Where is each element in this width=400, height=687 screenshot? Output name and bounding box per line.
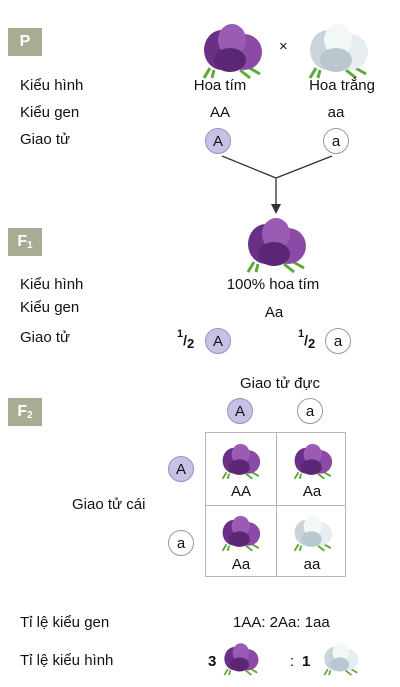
p1-genotype: AA [209,104,231,121]
f1-purple-flower-icon [246,218,306,274]
phenotype-ratio-white-count: 1 [302,653,311,670]
f1-gamete-dominant: A [205,328,231,354]
label-phenotype-ratio: Tỉ lệ kiểu hình [20,652,114,669]
cell-genotype: Aa [302,483,322,500]
p1-phenotype: Hoa tím [193,77,247,94]
purple-flower-icon [202,24,262,80]
label-phenotype-f1: Kiểu hình [20,276,84,293]
generation-badge-p: P [8,28,42,56]
f1-gamete-fraction-2: 1/2 [298,328,316,351]
cell-genotype: aa [303,556,321,573]
label-gamete-p: Giao tử [20,131,71,148]
punnett-square: AA Aa Aa aa [205,432,346,577]
p2-phenotype: Hoa trắng [309,77,375,94]
ratio-white-flower-icon [323,643,359,676]
p2-genotype: aa [327,104,345,121]
phenotype-ratio-purple-count: 3 [208,653,217,670]
p1-gamete: A [205,128,231,154]
label-phenotype-p: Kiểu hình [20,77,84,94]
f1-gamete-recessive: a [325,328,351,354]
male-gametes-label: Giao tử đực [239,375,321,392]
male-gamete-dominant: A [227,398,253,424]
label-genotype-ratio: Tỉ lệ kiểu gen [20,614,110,631]
cross-symbol: × [279,38,288,55]
white-flower-icon [308,24,368,80]
cell-aa-recessive-flower-icon [293,515,333,552]
male-gamete-recessive: a [297,398,323,424]
female-gamete-recessive: a [168,530,194,556]
cell-aa-dominant-flower-icon [221,443,261,480]
p2-gamete: a [323,128,349,154]
female-gamete-dominant: A [168,456,194,482]
f1-phenotype: 100% hoa tím [226,276,320,293]
cell-genotype: Aa [231,556,251,573]
ratio-purple-flower-icon [223,643,259,676]
label-gamete-f1: Giao tử [20,329,71,346]
f1-gamete-fraction-1: 1/2 [177,328,195,351]
label-genotype-p: Kiểu gen [20,104,80,121]
cross-arrow [221,155,333,214]
phenotype-ratio-separator: : [290,653,295,670]
cell-aa-het2-flower-icon [221,515,261,552]
cell-genotype: AA [230,483,252,500]
f1-genotype: Aa [264,304,284,321]
female-gametes-label: Giao tử cái [72,496,146,513]
genotype-ratio-value: 1AA: 2Aa: 1aa [233,614,330,631]
label-genotype-f1: Kiểu gen [20,299,80,316]
cell-aa-het-flower-icon [293,443,333,480]
